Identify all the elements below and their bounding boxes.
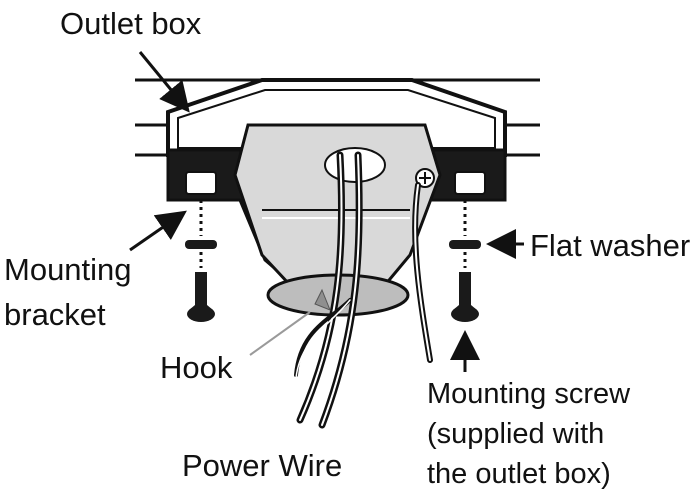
power-wire — [294, 151, 433, 429]
ground-screw — [415, 168, 435, 188]
mounting-screw-label-line2: (supplied with — [427, 418, 605, 450]
mounting-bracket-arrow — [129, 210, 187, 252]
outlet-box-label: Outlet box — [60, 6, 202, 41]
mounting-screw-label-line1: Mounting screw — [427, 378, 631, 410]
outlet-box-arrow — [138, 51, 190, 113]
bracket-right-slot — [454, 171, 486, 195]
left-flat-washer — [185, 240, 217, 249]
mounting-screw-label-line3: the outlet box) — [427, 458, 611, 490]
mounting-bracket-label-line1: Mounting — [4, 252, 132, 287]
flat-washer-label: Flat washer — [530, 228, 691, 263]
hook-leader — [249, 311, 311, 356]
hook — [314, 288, 331, 311]
right-mounting-screw — [449, 200, 481, 322]
hook-label: Hook — [160, 350, 233, 385]
right-flat-washer — [449, 240, 481, 249]
mounting-bracket-label-line2: bracket — [4, 297, 106, 332]
bracket-left-slot — [185, 171, 217, 195]
power-wire-label: Power Wire — [182, 448, 343, 483]
left-mounting-screw — [185, 200, 217, 322]
leader-arrows — [129, 51, 524, 372]
